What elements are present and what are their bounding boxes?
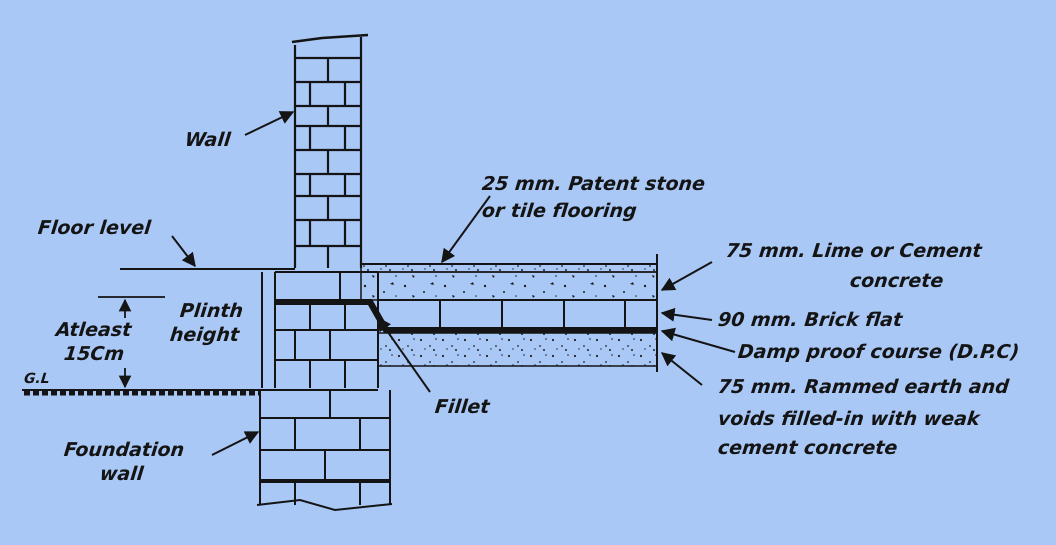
rammed-leader <box>660 352 703 386</box>
label-wall: Wall <box>183 129 232 151</box>
label-rammed-earth: 75 mm. Rammed earth and <box>716 376 1011 398</box>
plinth-height-dimension <box>98 296 165 389</box>
label-brick-flat: 90 mm. Brick flat <box>716 309 904 331</box>
label-foundation-wall: wall <box>98 463 145 485</box>
dpc-leader <box>660 327 736 353</box>
brick-flat-leader <box>660 307 713 322</box>
foundation-wall <box>256 390 393 512</box>
label-gl: G.L <box>23 371 51 387</box>
label-15cm: 15Cm <box>62 343 126 365</box>
label-foundation: Foundation <box>62 439 186 461</box>
label-concrete: concrete <box>848 270 945 292</box>
patent-stone-layer <box>360 263 658 273</box>
brick-flat-layer <box>377 299 658 329</box>
label-voids-filled: voids filled-in with weak <box>716 408 981 430</box>
label-fillet: Fillet <box>433 396 491 418</box>
dpc-layer <box>275 299 657 333</box>
label-weak-concrete: cement concrete <box>716 437 899 459</box>
label-atleast: Atleast <box>54 319 133 341</box>
label-floor-level: Floor level <box>36 217 152 239</box>
label-dpc: Damp proof course (D.P.C) <box>736 341 1021 363</box>
upper-wall <box>291 33 369 268</box>
label-patent-stone: 25 mm. Patent stone <box>480 173 707 195</box>
ground-level <box>22 389 378 396</box>
floor-level-leader <box>171 235 196 268</box>
label-height: height <box>168 324 241 346</box>
fillet-leader <box>377 316 431 393</box>
leader-arrows <box>171 111 736 456</box>
wall-leader <box>244 111 295 136</box>
concrete-layer <box>360 271 658 301</box>
label-lime-cement: 75 mm. Lime or Cement <box>724 240 983 262</box>
rammed-earth-layer <box>377 332 658 367</box>
patent-stone-leader <box>441 195 491 264</box>
concrete-leader <box>660 261 713 291</box>
plinth-wall <box>261 271 379 388</box>
foundation-leader <box>211 431 260 456</box>
label-plinth: Plinth <box>178 300 245 322</box>
label-tile-flooring: or tile flooring <box>480 200 638 222</box>
